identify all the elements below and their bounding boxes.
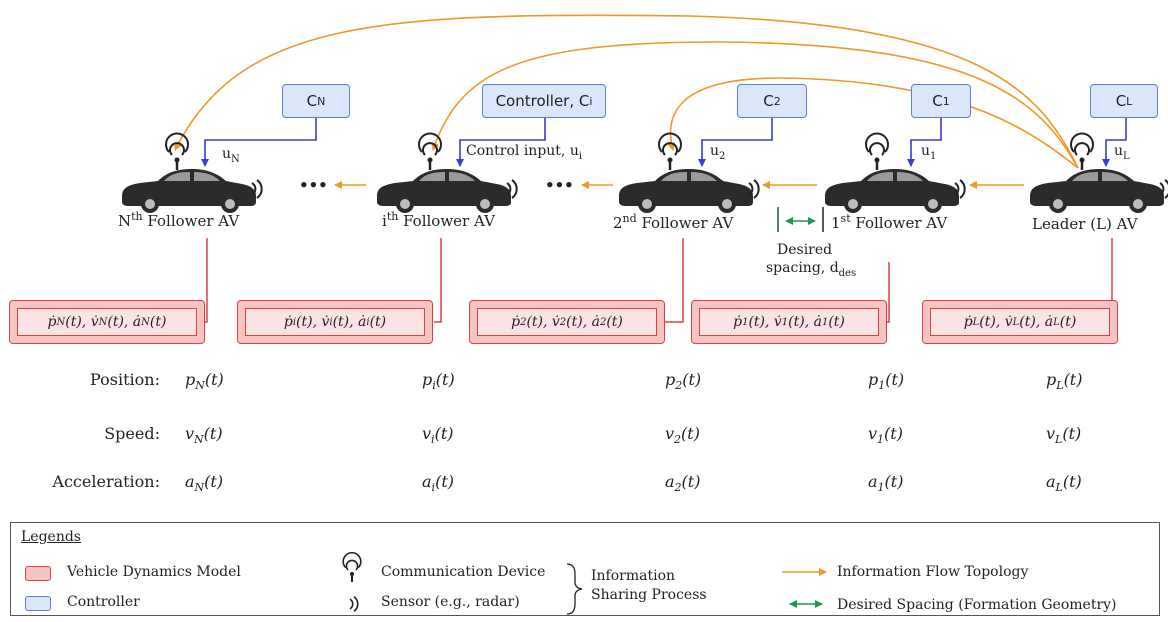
car-icon-1 xyxy=(825,169,959,213)
comm-device-icon-1 xyxy=(864,132,890,172)
accel-i: ai(t) xyxy=(422,472,454,495)
legend-brace-icon xyxy=(566,563,583,615)
spacing-label-line1: Desired xyxy=(777,242,833,258)
control-input-L: uL xyxy=(1114,143,1130,162)
dyn-link-i xyxy=(434,238,442,323)
speed-1: v1(t) xyxy=(868,424,903,447)
dots-left: ••• xyxy=(299,176,328,194)
legend-comm-label: Communication Device xyxy=(381,564,546,580)
control-input-1: u1 xyxy=(921,143,937,162)
control-arrow-L xyxy=(1102,116,1127,167)
control-arrow-i xyxy=(456,116,546,167)
control-input-i: Control input, ui xyxy=(466,143,583,162)
control-arrow-1 xyxy=(907,116,942,167)
legend-flow-label: Information Flow Topology xyxy=(837,564,1029,580)
legend-dynamics-swatch xyxy=(25,566,51,581)
comm-device-icon-N xyxy=(164,132,190,172)
speed-i: vi(t) xyxy=(422,424,454,447)
legend-spacing-label: Desired Spacing (Formation Geometry) xyxy=(837,597,1117,613)
legend-controller-swatch xyxy=(25,596,51,611)
legend-sensor-label: Sensor (e.g., radar) xyxy=(381,594,520,610)
control-input-2: u2 xyxy=(710,143,726,162)
position-L: pL(t) xyxy=(1046,370,1083,393)
car-icon-L xyxy=(1030,169,1164,213)
row-head-position: Position: xyxy=(90,370,160,389)
flow-arc-leader-to-N xyxy=(174,14,1079,169)
speed-N: vN(t) xyxy=(185,424,223,447)
row-head-acceleration: Acceleration: xyxy=(52,472,160,491)
flow-arc-leader-to-i xyxy=(431,41,1079,169)
car-icon-i xyxy=(377,169,511,213)
spacing-label-line2: spacing, ddes xyxy=(766,260,857,279)
legend-dynamics-label: Vehicle Dynamics Model xyxy=(67,564,241,580)
car-icon-2 xyxy=(619,169,753,213)
accel-L: aL(t) xyxy=(1046,472,1082,495)
car-icon-N xyxy=(122,169,256,213)
comm-device-icon-2 xyxy=(657,132,683,172)
position-2: p2(t) xyxy=(665,370,702,393)
accel-N: aN(t) xyxy=(185,472,224,495)
legend-info-sharing-2: Sharing Process xyxy=(591,587,707,603)
dots-right: ••• xyxy=(545,176,574,194)
legend-title: Legends xyxy=(21,529,81,545)
flow-arc-leader-to-2 xyxy=(667,77,1079,169)
position-1: p1(t) xyxy=(868,370,905,393)
vehicle-label-1: 1st Follower AV xyxy=(831,212,948,232)
legend-info-sharing-1: Information xyxy=(591,568,676,584)
legend-box: Legends Vehicle Dynamics Model Controlle… xyxy=(10,522,1160,616)
legend-controller-label: Controller xyxy=(67,594,140,610)
vehicle-label-i: ith Follower AV xyxy=(382,210,495,230)
control-arrow-2 xyxy=(698,116,773,167)
speed-L: vL(t) xyxy=(1046,424,1082,447)
row-head-speed: Speed: xyxy=(104,424,160,443)
control-arrow-N xyxy=(201,116,317,167)
vehicle-label-L: Leader (L) AV xyxy=(1032,215,1138,233)
vehicle-label-N: Nth Follower AV xyxy=(118,210,240,230)
vehicle-label-2: 2nd Follower AV xyxy=(613,212,734,232)
dyn-link-2 xyxy=(665,238,684,323)
speed-2: v2(t) xyxy=(665,424,700,447)
accel-2: a2(t) xyxy=(665,472,701,495)
control-input-N: uN xyxy=(222,146,240,165)
position-i: pi(t) xyxy=(422,370,455,393)
dyn-link-N xyxy=(204,238,208,323)
accel-1: a1(t) xyxy=(868,472,904,495)
position-N: pN(t) xyxy=(185,370,224,393)
